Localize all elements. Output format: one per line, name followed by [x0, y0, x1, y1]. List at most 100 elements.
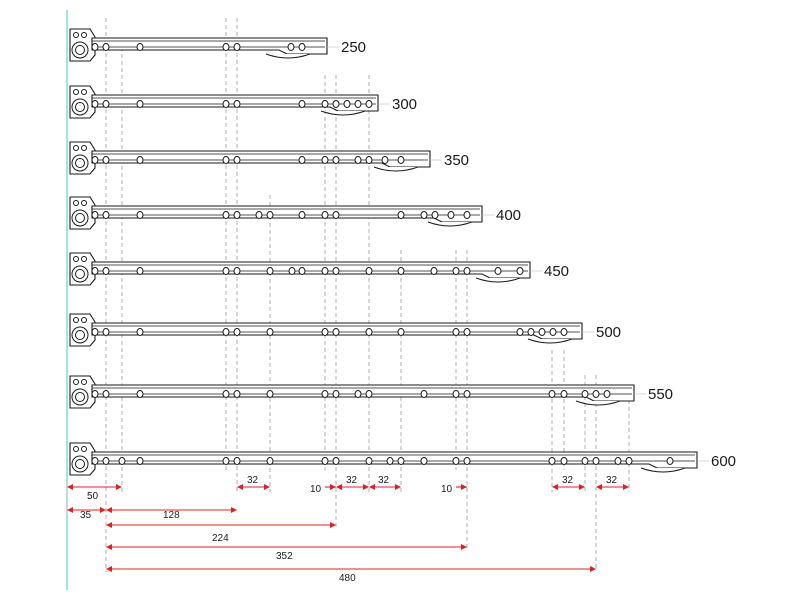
mounting-hole: [136, 267, 144, 275]
mounting-hole: [136, 457, 144, 465]
drawer-runner: 350: [69, 141, 469, 175]
mounting-hole: [298, 100, 306, 108]
mounting-hole: [463, 267, 471, 275]
mounting-hole: [222, 211, 230, 219]
mounting-hole: [581, 457, 589, 465]
mounting-hole: [298, 211, 306, 219]
mounting-hole: [321, 156, 329, 164]
bracket-hole: [73, 200, 79, 206]
dim-label-10: 10: [310, 484, 322, 495]
drawer-runner: 450: [69, 252, 569, 286]
mounting-hole: [298, 267, 306, 275]
mounting-hole: [118, 457, 126, 465]
mounting-hole: [298, 43, 306, 51]
dim-label-32: 32: [378, 475, 390, 486]
mounting-hole: [343, 100, 351, 108]
bracket-hole: [73, 32, 79, 38]
rear-wheel: [373, 166, 419, 172]
mounting-hole: [136, 100, 144, 108]
mounting-hole: [288, 267, 296, 275]
mounting-hole: [102, 43, 110, 51]
mounting-hole: [287, 43, 295, 51]
rail-size-label: 450: [544, 263, 569, 280]
rear-wheel: [527, 338, 573, 344]
mounting-hole: [365, 457, 373, 465]
mounting-hole: [321, 267, 329, 275]
bracket-hole: [81, 145, 87, 151]
mounting-hole: [266, 390, 274, 398]
mounting-hole: [581, 390, 589, 398]
mounting-hole: [431, 211, 439, 219]
dim-label-50: 50: [87, 491, 99, 502]
drawer-runner: 400: [69, 196, 521, 230]
mounting-hole: [354, 100, 362, 108]
mounting-hole: [527, 328, 535, 336]
front-wheel-hub: [75, 459, 85, 469]
mounting-hole: [136, 328, 144, 336]
bracket-hole: [73, 89, 79, 95]
front-wheel-hub: [75, 392, 85, 402]
drawer-runner: 300: [69, 85, 417, 119]
mounting-hole: [321, 457, 329, 465]
mounting-hole: [397, 457, 405, 465]
mounting-hole: [365, 100, 373, 108]
rail-size-label: 500: [596, 324, 621, 341]
mounting-hole: [233, 211, 241, 219]
mounting-hole: [102, 100, 110, 108]
mounting-hole: [321, 100, 329, 108]
dim-label-32: 32: [247, 475, 259, 486]
front-wheel-hub: [75, 213, 85, 223]
mounting-hole: [614, 457, 622, 465]
front-wheel-hub: [75, 45, 85, 55]
mounting-hole: [332, 390, 340, 398]
bracket-hole: [81, 446, 87, 452]
mounting-hole: [447, 211, 455, 219]
bracket-hole: [81, 379, 87, 385]
rail-size-label: 600: [711, 453, 736, 470]
rear-wheel: [320, 110, 366, 116]
bracket-hole: [81, 89, 87, 95]
front-wheel-hub: [75, 102, 85, 112]
mounting-hole: [560, 328, 568, 336]
mounting-hole: [548, 390, 556, 398]
bracket-hole: [81, 317, 87, 323]
rear-wheel: [427, 221, 473, 227]
mounting-hole: [233, 156, 241, 164]
mounting-hole: [463, 328, 471, 336]
bracket-hole: [73, 379, 79, 385]
dim-label-32: 32: [562, 475, 574, 486]
mounting-hole: [233, 267, 241, 275]
mounting-hole: [548, 457, 556, 465]
mounting-hole: [91, 390, 99, 398]
mounting-hole: [136, 211, 144, 219]
mounting-hole: [365, 390, 373, 398]
dimension-lines: 50 35 128 224 352 480 32 10: [66, 475, 629, 584]
dim-label-224: 224: [212, 533, 229, 544]
mounting-hole: [102, 328, 110, 336]
rail-body: [91, 451, 698, 469]
front-wheel-hub: [75, 330, 85, 340]
mounting-hole: [222, 156, 230, 164]
front-wheel-hub: [75, 269, 85, 279]
mounting-hole: [91, 457, 99, 465]
mounting-hole: [102, 267, 110, 275]
rail-size-label: 550: [648, 386, 673, 403]
mounting-hole: [463, 390, 471, 398]
bracket-hole: [73, 317, 79, 323]
mounting-hole: [463, 457, 471, 465]
mounting-hole: [222, 457, 230, 465]
mounting-hole: [452, 328, 460, 336]
mounting-hole: [91, 211, 99, 219]
rail-size-label: 300: [392, 96, 417, 113]
mounting-hole: [603, 390, 611, 398]
mounting-hole: [332, 267, 340, 275]
mounting-hole: [102, 211, 110, 219]
mounting-hole: [266, 267, 274, 275]
mounting-hole: [222, 267, 230, 275]
mounting-hole: [420, 390, 428, 398]
mounting-hole: [397, 156, 405, 164]
mounting-hole: [233, 390, 241, 398]
dim-label-35: 35: [80, 510, 92, 521]
